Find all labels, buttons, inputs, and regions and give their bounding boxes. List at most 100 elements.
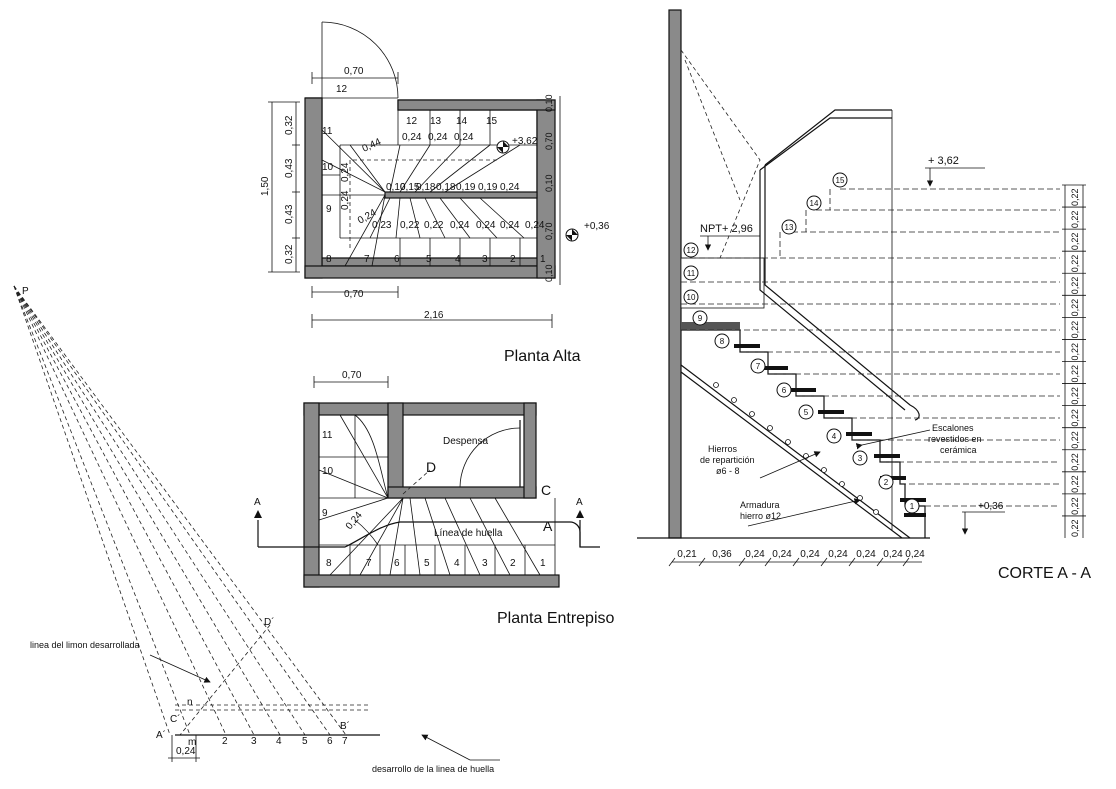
corte-step-13: 13 [781,219,797,235]
alta-door-number: 12 [336,84,348,95]
riser-dim-label: 0,22 [1070,453,1080,471]
bottom-dim-label: 0,24 [883,549,903,560]
dev-point-p: P [22,286,29,297]
riser-dim-label: 0,22 [1070,519,1080,537]
riser-dim-label: 0,22 [1070,431,1080,449]
level-top-label: + 3,62 [928,155,959,167]
alta-left-seg: 0,32 [284,244,295,264]
note-escalones-3: cerámica [940,445,977,455]
note-escalones-1: Escalones [932,423,974,433]
dev-num: 6 [327,736,333,747]
alta-step-11: 11 [322,126,333,137]
point-d-label: D [426,459,436,475]
alta-winder-top: 0,44 [361,136,384,154]
alta-left-seg: 0,43 [284,204,295,224]
alta-left-seg: 0,32 [284,115,295,135]
ent-step-10: 10 [322,466,334,477]
svg-text:15: 15 [836,176,845,185]
alta-step-14: 14 [456,116,468,127]
alta-left-seg: 0,43 [284,158,295,178]
riser-dim-label: 0,22 [1070,277,1080,295]
riser-dim-label: 0,22 [1070,409,1080,427]
bottom-dim-label: 0,24 [772,549,792,560]
alta-tread-dim: 0,24 [402,132,422,143]
riser-dim-label: 0,22 [1070,233,1080,251]
alta-total-width: 2,16 [424,310,444,321]
corte-step-11: 11 [683,265,699,281]
bottom-dim-label: 0,24 [856,549,876,560]
svg-text:5: 5 [804,408,809,417]
development-diagram: P D´ B´ A´ C´ n m 2 3 4 5 6 7 0,24 linea… [13,285,500,774]
riser-dim-label: 0,22 [1070,189,1080,207]
alta-step-2: 2 [510,254,516,265]
corte-step-4: 4 [826,428,842,444]
planta-alta-plan: 1 2 3 4 5 6 7 8 9 10 11 12 13 14 15 12 0… [260,21,610,365]
note-hierros-1: Hierros [708,444,738,454]
level-bottom-label: +0,36 [978,501,1004,512]
bottom-dim-tick [738,557,746,567]
ent-step-2: 2 [510,558,516,569]
alta-lower-dim: 0,24 [500,220,520,231]
note-armadura-1: Armadura [740,500,780,510]
alta-mid-dim: 0,19 [456,182,476,193]
alta-winder-left-b: 0,24 [340,190,351,210]
bottom-dim-tick [876,557,884,567]
alta-tread-dim: 0,24 [454,132,474,143]
riser-dim-label: 0,22 [1070,497,1080,515]
planta-entrepiso-plan: 1 2 3 4 5 6 7 8 9 10 11 Despensa Línea d… [254,370,615,627]
ent-step-6: 6 [394,558,400,569]
note-armadura-2: hierro ø12 [740,511,781,521]
ent-step-5: 5 [424,558,430,569]
alta-winder-left-a: 0,24 [340,162,351,182]
bottom-dim-tick [820,557,828,567]
alta-step-9: 9 [326,204,332,215]
alta-step-15: 15 [486,116,498,127]
corte-step-10: 10 [683,289,699,305]
corte-step-7: 7 [750,358,766,374]
corte-step-5: 5 [798,404,814,420]
ent-step-3: 3 [482,558,488,569]
riser-dim-label: 0,22 [1070,343,1080,361]
dev-num: 3 [251,736,257,747]
riser-dim-label: 0,22 [1070,387,1080,405]
bottom-dim-label: 0,24 [905,549,925,560]
corte-section: 1 2 3 4 5 6 7 8 9 10 11 12 13 14 15 NPT+… [637,9,1091,582]
bottom-dim-tick [668,557,676,567]
alta-step-12: 12 [406,116,418,127]
alta-right-seg: 0,70 [544,132,554,150]
note-escalones-2: revestidos en [928,434,982,444]
riser-dim-label: 0,22 [1070,321,1080,339]
corte-title: CORTE A - A [998,565,1091,582]
bottom-dim-tick [792,557,800,567]
corte-step-2: 2 [878,474,894,490]
despensa-label: Despensa [443,436,488,447]
section-mark-right: A [576,497,583,508]
note-hierros-3: ø6 - 8 [716,466,740,476]
riser-dim-label: 0,22 [1070,299,1080,317]
svg-text:13: 13 [785,223,794,232]
dev-num: 4 [276,736,282,747]
alta-lower-dim: 0,22 [400,220,420,231]
alta-right-seg: 0,70 [544,222,554,240]
alta-mid-dim: 0,19 [478,182,498,193]
corte-step-9: 9 [692,310,708,326]
alta-mid-dim: 0,18 [436,182,456,193]
alta-step-3: 3 [482,254,488,265]
dev-point-b: B´ [340,720,350,732]
svg-text:12: 12 [687,246,696,255]
svg-text:9: 9 [698,314,703,323]
alta-lower-dim: 0,24 [450,220,470,231]
alta-mid-dim: 0,24 [500,182,520,193]
bottom-dim-tick [764,557,772,567]
alta-right-seg: 0,10 [544,94,554,112]
corte-step-6: 6 [776,382,792,398]
bottom-dim-label: 0,24 [828,549,848,560]
ent-step-7: 7 [366,558,372,569]
section-mark-left: A [254,497,261,508]
walk-line-label: Línea de huella [434,528,503,539]
alta-mid-dim: 0,15 [400,182,420,193]
entrepiso-winder-dim: 0,24 [344,510,365,532]
alta-lower-dim: 0,24 [525,220,545,231]
alta-tread-dim: 0,24 [428,132,448,143]
svg-text:14: 14 [810,199,819,208]
